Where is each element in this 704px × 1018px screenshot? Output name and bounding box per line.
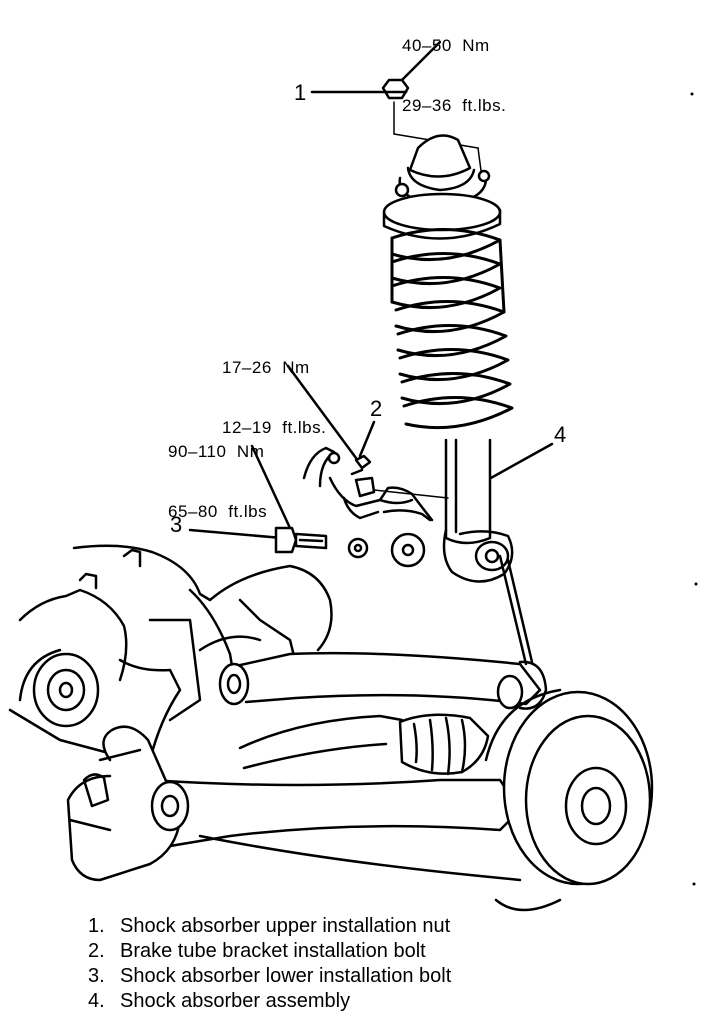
torque-upper-nut-nm: 40–50 Nm [402,36,490,55]
callout-4: 4 [554,422,567,447]
torque-label-upper-nut: 40–50 Nm 29–36 ft.lbs. [402,0,506,136]
legend-item: 1. Shock absorber upper installation nut [88,914,451,939]
strut-top-mount [382,134,502,240]
callout-3: 3 [170,512,183,537]
torque-bracket-bolt-nm: 17–26 Nm [222,358,310,377]
legend-text: Shock absorber lower installation bolt [120,965,452,987]
shock-absorber-body [442,438,514,583]
legend-item: 3. Shock absorber lower installation bolt [88,964,451,989]
leader-lines [188,40,554,540]
torque-lower-bolt-nm: 90–110 Nm [168,442,265,461]
subframe [8,544,333,762]
hub-rotor [484,688,654,912]
legend-text: Brake tube bracket installation bolt [120,940,426,962]
legend-text: Shock absorber assembly [120,990,351,1012]
upper-arm [218,554,548,710]
lower-bolt [274,526,328,554]
legend-text: Shock absorber upper installation nut [120,915,451,937]
legend-number: 1. [88,915,105,937]
scan-specks [690,92,698,886]
parts-legend: 1.Shock absorber upper installation nut … [88,914,451,1014]
torque-label-lower-bolt: 90–110 Nm 65–80 ft.lbs [168,402,267,542]
upper-nut [381,78,410,100]
legend-item: 2. Brake tube bracket installation bolt [88,939,451,964]
legend-item: 4. Shock absorber assembly [88,989,451,1014]
callout-1: 1 [294,80,307,105]
torque-lower-bolt-ftlbs: 65–80 ft.lbs [168,502,268,521]
callout-2: 2 [370,396,383,421]
torque-upper-nut-ftlbs: 29–36 ft.lbs. [402,96,507,115]
coil-spring [390,227,514,430]
legend-number: 2. [88,940,105,962]
torque-bracket-bolt-ftlbs: 12–19 ft.lbs. [222,418,327,437]
brake-tube-bracket [302,446,449,568]
axle-shaft [238,713,490,776]
legend-number: 4. [88,990,105,1012]
torque-label-bracket-bolt: 17–26 Nm 12–19 ft.lbs. [222,318,326,458]
legend-number: 3. [88,965,105,987]
